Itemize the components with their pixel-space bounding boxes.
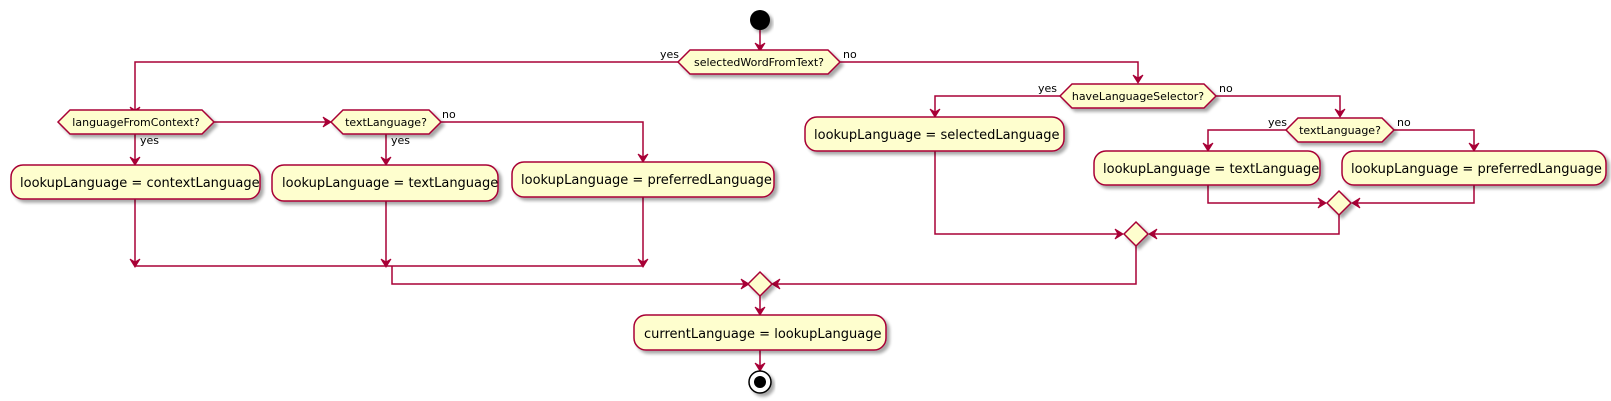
edge-textlang-right-yes	[1207, 129, 1286, 150]
start-node	[750, 10, 770, 30]
arrowhead	[380, 258, 392, 268]
arrowhead	[1202, 142, 1214, 152]
decision-text-language-left: textLanguage?	[329, 109, 443, 135]
arrowhead	[1148, 228, 1158, 240]
arrowhead	[754, 306, 766, 316]
action-label: lookupLanguage = textLanguage	[1103, 162, 1319, 177]
action-label: lookupLanguage = contextLanguage	[20, 176, 260, 191]
arrowhead	[740, 278, 750, 290]
edge-selector-no	[1216, 95, 1341, 116]
edge-selected-yes	[134, 61, 678, 114]
arrowhead	[1334, 108, 1346, 118]
action-label: lookupLanguage = preferredLanguage	[1351, 162, 1602, 177]
label-yes: yes	[140, 134, 159, 147]
merge-bottom	[746, 270, 774, 298]
arrowhead	[1317, 197, 1327, 209]
arrowhead	[129, 156, 141, 166]
label-no: no	[1397, 116, 1411, 129]
edge-right-textlang-merge	[1207, 185, 1325, 204]
edge-textlang-right-no	[1394, 129, 1475, 150]
edge-left-merge	[391, 266, 748, 285]
label-no: no	[1219, 82, 1233, 95]
decision-label: languageFromContext?	[72, 116, 200, 129]
edge-selected-merge	[934, 151, 1122, 235]
action-current-language: currentLanguage = lookupLanguage	[633, 314, 887, 351]
action-text-language-right: lookupLanguage = textLanguage	[1093, 150, 1321, 186]
action-selected-language: lookupLanguage = selectedLanguage	[804, 116, 1065, 152]
action-context-language: lookupLanguage = contextLanguage	[10, 164, 261, 200]
arrowhead	[637, 153, 649, 163]
edge-context-down	[134, 197, 644, 267]
decision-label: selectedWordFromText?	[694, 56, 824, 69]
label-yes: yes	[660, 48, 679, 61]
edge-selector-yes	[934, 95, 1060, 116]
arrowhead	[322, 116, 332, 128]
merge-right	[1122, 220, 1150, 248]
arrowhead	[771, 278, 781, 290]
end-node	[748, 370, 772, 394]
arrowhead	[1114, 228, 1124, 240]
label-no: no	[843, 48, 857, 61]
action-text-language-left: lookupLanguage = textLanguage	[271, 164, 499, 202]
label-no: no	[442, 108, 456, 121]
label-yes: yes	[1038, 82, 1057, 95]
decision-label: textLanguage?	[345, 116, 427, 129]
arrowhead	[637, 258, 649, 268]
arrowhead	[1468, 142, 1480, 152]
decision-text-language-right: textLanguage?	[1284, 117, 1396, 143]
arrowhead	[129, 258, 141, 268]
edge-right-preferred-merge	[1353, 185, 1475, 204]
action-preferred-language-right: lookupLanguage = preferredLanguage	[1341, 150, 1607, 186]
arrowhead	[929, 108, 941, 118]
arrowhead	[1132, 74, 1144, 84]
decision-label: textLanguage?	[1299, 124, 1381, 137]
edges	[129, 30, 1480, 372]
label-yes: yes	[391, 134, 410, 147]
decision-language-from-context: languageFromContext?	[56, 109, 216, 135]
arrowhead	[754, 362, 766, 372]
arrowhead	[754, 42, 766, 52]
edge-selected-no	[840, 61, 1139, 82]
edge-inner-merge-right	[1150, 215, 1340, 235]
merge-right-inner	[1325, 189, 1353, 217]
action-label: lookupLanguage = selectedLanguage	[814, 128, 1059, 143]
action-label: lookupLanguage = textLanguage	[282, 176, 498, 191]
arrowhead	[1351, 197, 1361, 209]
label-yes: yes	[1268, 116, 1287, 129]
action-preferred-language-left: lookupLanguage = preferredLanguage	[511, 161, 775, 198]
edge-textlang-left-no	[441, 121, 644, 161]
decision-selected-word: selectedWordFromText?	[676, 49, 842, 75]
decision-have-language-selector: haveLanguageSelector?	[1058, 83, 1218, 109]
action-label: currentLanguage = lookupLanguage	[644, 327, 882, 342]
arrowhead	[380, 156, 392, 166]
edge-right-merge-bottom	[773, 246, 1137, 285]
decision-label: haveLanguageSelector?	[1072, 90, 1204, 103]
action-label: lookupLanguage = preferredLanguage	[521, 173, 772, 188]
